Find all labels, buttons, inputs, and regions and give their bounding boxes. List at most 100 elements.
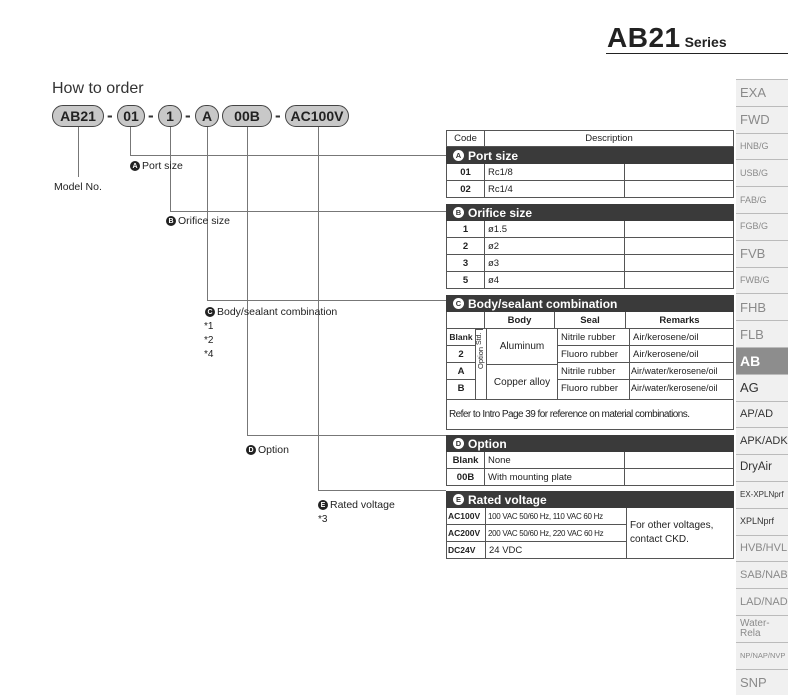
body-copper-alloy: Copper alloy [493,376,551,388]
sidebar-item-apk-adk[interactable]: APK/ADK [736,427,788,455]
code-cell: Blank [447,329,475,346]
table-row: 01 Rc1/8 [446,164,734,181]
section-port-size: A Port size [446,147,734,164]
section-title: Port size [468,148,519,163]
sidebar-item-fabg[interactable]: FAB/G [736,186,788,213]
sidebar-item-ap-ad[interactable]: AP/AD [736,400,788,428]
sidebar-item-xplnprf[interactable]: XPLNprf [736,507,788,535]
remarks-cell: Air/water/kerosene/oil [630,363,733,380]
sidebar-item-snp[interactable]: SNP [736,668,788,695]
material-note: Refer to Intro Page 39 for reference on … [449,409,690,420]
circle-a-icon: A [453,150,464,161]
seal-col: Nitrile rubber Fluoro rubber Nitrile rub… [558,329,630,399]
empty-cell [625,452,733,468]
desc-cell: 100 VAC 50/60 Hz, 110 VAC 60 Hz [486,508,626,525]
section-title: Orifice size [468,205,533,220]
desc-cell: 200 VAC 50/60 Hz, 220 VAC 60 Hz [486,525,626,542]
circle-d-icon: D [453,438,464,449]
sidebar-item-exa[interactable]: EXA [736,79,788,106]
model-pill-option: 00B [222,105,272,127]
code-cell: 02 [447,181,485,197]
description-header: Description [585,133,633,144]
code-header: Code [447,131,485,146]
voltage-note: For other voltages, contact CKD. [627,508,733,558]
col-body: Body [485,312,555,328]
empty-cell [625,164,733,180]
remarks-cell: Air/kerosene/oil [630,346,733,363]
leader-model [78,127,79,177]
desc-cell: ø3 [485,255,625,271]
sidebar-item-fwbg[interactable]: FWB/G [736,266,788,294]
sidebar-item-ex-xplnprf[interactable]: EX-XPLNprf [736,480,788,508]
note: *3 [318,514,328,525]
table-row: 5 ø4 [446,272,734,289]
sidebar-item-water-rela[interactable]: Water-Rela [736,614,788,642]
code-cell: 3 [447,255,485,271]
sidebar-item-hvb-hvl[interactable]: HVB/HVL [736,534,788,562]
leader-voltage-h [318,490,446,491]
sidebar-item-fwd[interactable]: FWD [736,105,788,133]
code-cell: 2 [447,238,485,254]
empty-cell [625,221,733,237]
code-cell: 5 [447,272,485,288]
remarks-cell: Air/water/kerosene/oil [631,383,718,393]
code-cell: DC24V [448,545,476,555]
sidebar-item-fgbg[interactable]: FGB/G [736,212,788,240]
body-col-header: Body Seal Remarks [446,312,734,329]
table-row: 3 ø3 [446,255,734,272]
label-text: Option [258,444,289,456]
desc-cell: ø1.5 [485,221,625,237]
model-pill-orifice: 1 [158,105,182,127]
seal-cell: Nitrile rubber [558,363,629,380]
leader-port-h [130,155,446,156]
remarks-col: Air/kerosene/oil Air/kerosene/oil Air/wa… [630,329,733,399]
std-label: Std. [476,329,483,347]
code-cell: 2 [447,346,475,363]
code-cell: A [447,363,475,380]
desc-cell: Rc1/4 [485,181,625,197]
sidebar-item-flb[interactable]: FLB [736,320,788,347]
code-cell: AC200V [447,525,485,542]
empty-cell [625,469,733,485]
series-index-sidebar: EXA FWD HNB/G USB/G FAB/G FGB/G FVB FWB/… [736,79,788,695]
model-pill-body: A [195,105,219,127]
model-pill-port: 01 [117,105,145,127]
remarks-cell: Air/kerosene/oil [630,329,733,346]
sidebar-item-fvb[interactable]: FVB [736,239,788,267]
label-text: Rated voltage [330,499,395,511]
title-rule [606,53,788,54]
sidebar-item-hnbg[interactable]: HNB/G [736,132,788,160]
empty-cell [625,181,733,197]
table-row: 02 Rc1/4 [446,181,734,198]
sidebar-item-fhb[interactable]: FHB [736,293,788,321]
desc-cell: ø4 [485,272,625,288]
sidebar-item-sab-nab[interactable]: SAB/NAB [736,561,788,589]
circle-c-icon: C [453,298,464,309]
section-title: Option [468,436,507,451]
voltage-code-col: AC100V AC200V DC24V [447,508,486,558]
leader-body [207,127,208,300]
sidebar-item-lad-nad[interactable]: LAD/NAD [736,588,788,615]
body-grid: Blank 2 A B Std. Option Aluminum Copper … [446,329,734,400]
sidebar-item-np-nap-nvp[interactable]: NP/NAP/NVP [736,641,788,669]
empty-cell [625,272,733,288]
dash: - [148,106,154,125]
col-remarks: Remarks [659,314,700,326]
std-opt-col: Std. Option [476,329,487,399]
sidebar-item-dryair[interactable]: DryAir [736,454,788,481]
sidebar-item-usbg[interactable]: USB/G [736,159,788,187]
code-cell: 01 [447,164,485,180]
model-no-label: Model No. [54,181,102,193]
dash: - [185,106,191,125]
section-option: D Option [446,435,734,452]
seal-cell: Fluoro rubber [561,382,619,394]
table-row: Blank None [446,452,734,469]
sidebar-item-ab[interactable]: AB [736,346,788,374]
sidebar-item-ag[interactable]: AG [736,373,788,401]
circle-b-icon: B [453,207,464,218]
leader-option-h [247,435,446,436]
